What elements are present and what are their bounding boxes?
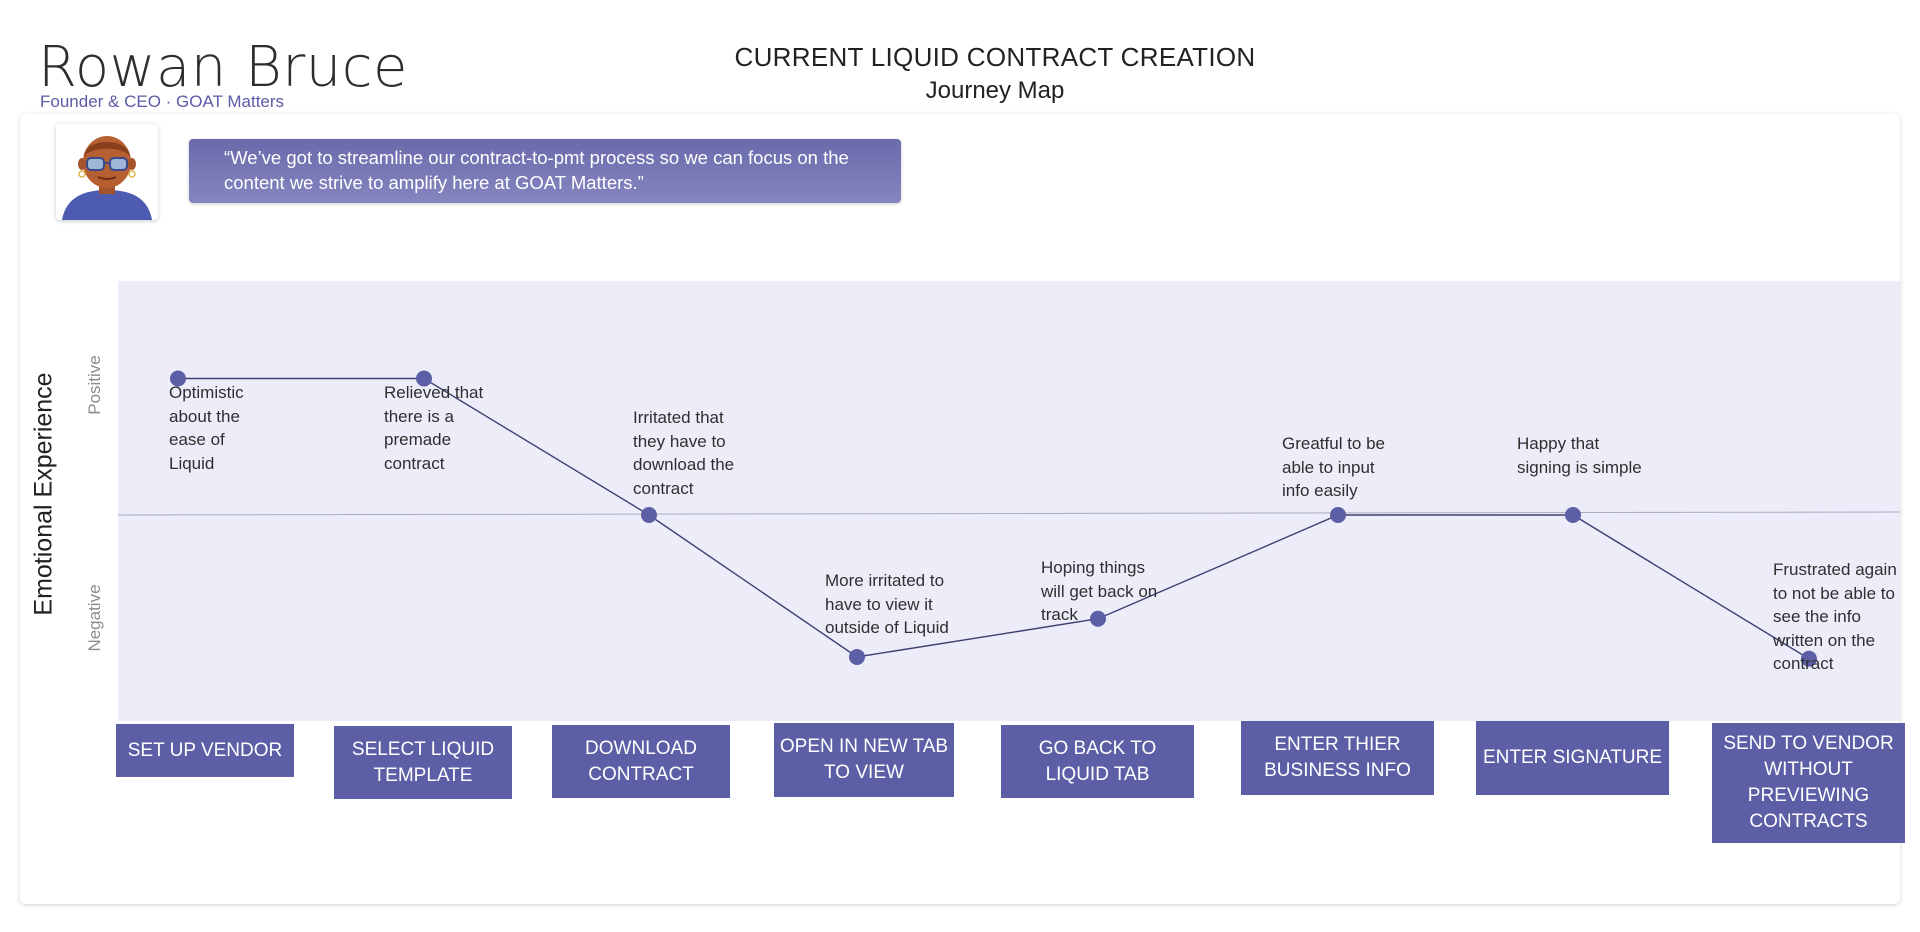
emotion-note-5: Hoping things will get back on track [1041,558,1158,624]
persona-avatar [56,124,158,220]
axis-title: Emotional Experience [29,372,58,616]
persona-quote: “We’ve got to streamline our contract-to… [189,139,901,203]
journey-step-3: DOWNLOAD CONTRACT [552,725,730,798]
journey-step-7: ENTER SIGNATURE [1476,721,1669,795]
axis-label-positive: Positive [85,355,104,415]
journey-step-5: GO BACK TO LIQUID TAB [1001,725,1194,798]
persona-name: Rowan Bruce [38,35,408,100]
map-subtitle: Journey Map [925,77,1065,104]
journey-step-4: OPEN IN NEW TAB TO VIEW [774,723,954,797]
emotion-note-3: Irritated that they have to download the… [633,408,735,498]
emotion-note-4: More irritated to have to view it outsid… [825,571,949,637]
journey-step-1: SET UP VENDOR [116,724,294,777]
journey-step-2: SELECT LIQUID TEMPLATE [334,726,512,799]
emotion-chart-area [118,281,1900,721]
emotion-note-2: Relieved that there is a premade contrac… [384,383,484,473]
map-title: CURRENT LIQUID CONTRACT CREATION [734,42,1256,72]
avatar-illustration [56,124,158,220]
journey-step-8: SEND TO VENDOR WITHOUT PREVIEWING CONTRA… [1712,723,1905,843]
emotion-note-7: Happy that signing is simple [1517,434,1642,477]
emotion-note-6: Greatful to be able to input info easily [1282,434,1386,500]
emotion-note-8: Frustrated again to not be able to see t… [1773,560,1897,673]
journey-step-6: ENTER THIER BUSINESS INFO [1241,721,1434,795]
emotion-note-1: Optimistic about the ease of Liquid [169,383,244,473]
persona-role: Founder & CEO · GOAT Matters [40,92,285,111]
axis-label-negative: Negative [85,584,104,652]
